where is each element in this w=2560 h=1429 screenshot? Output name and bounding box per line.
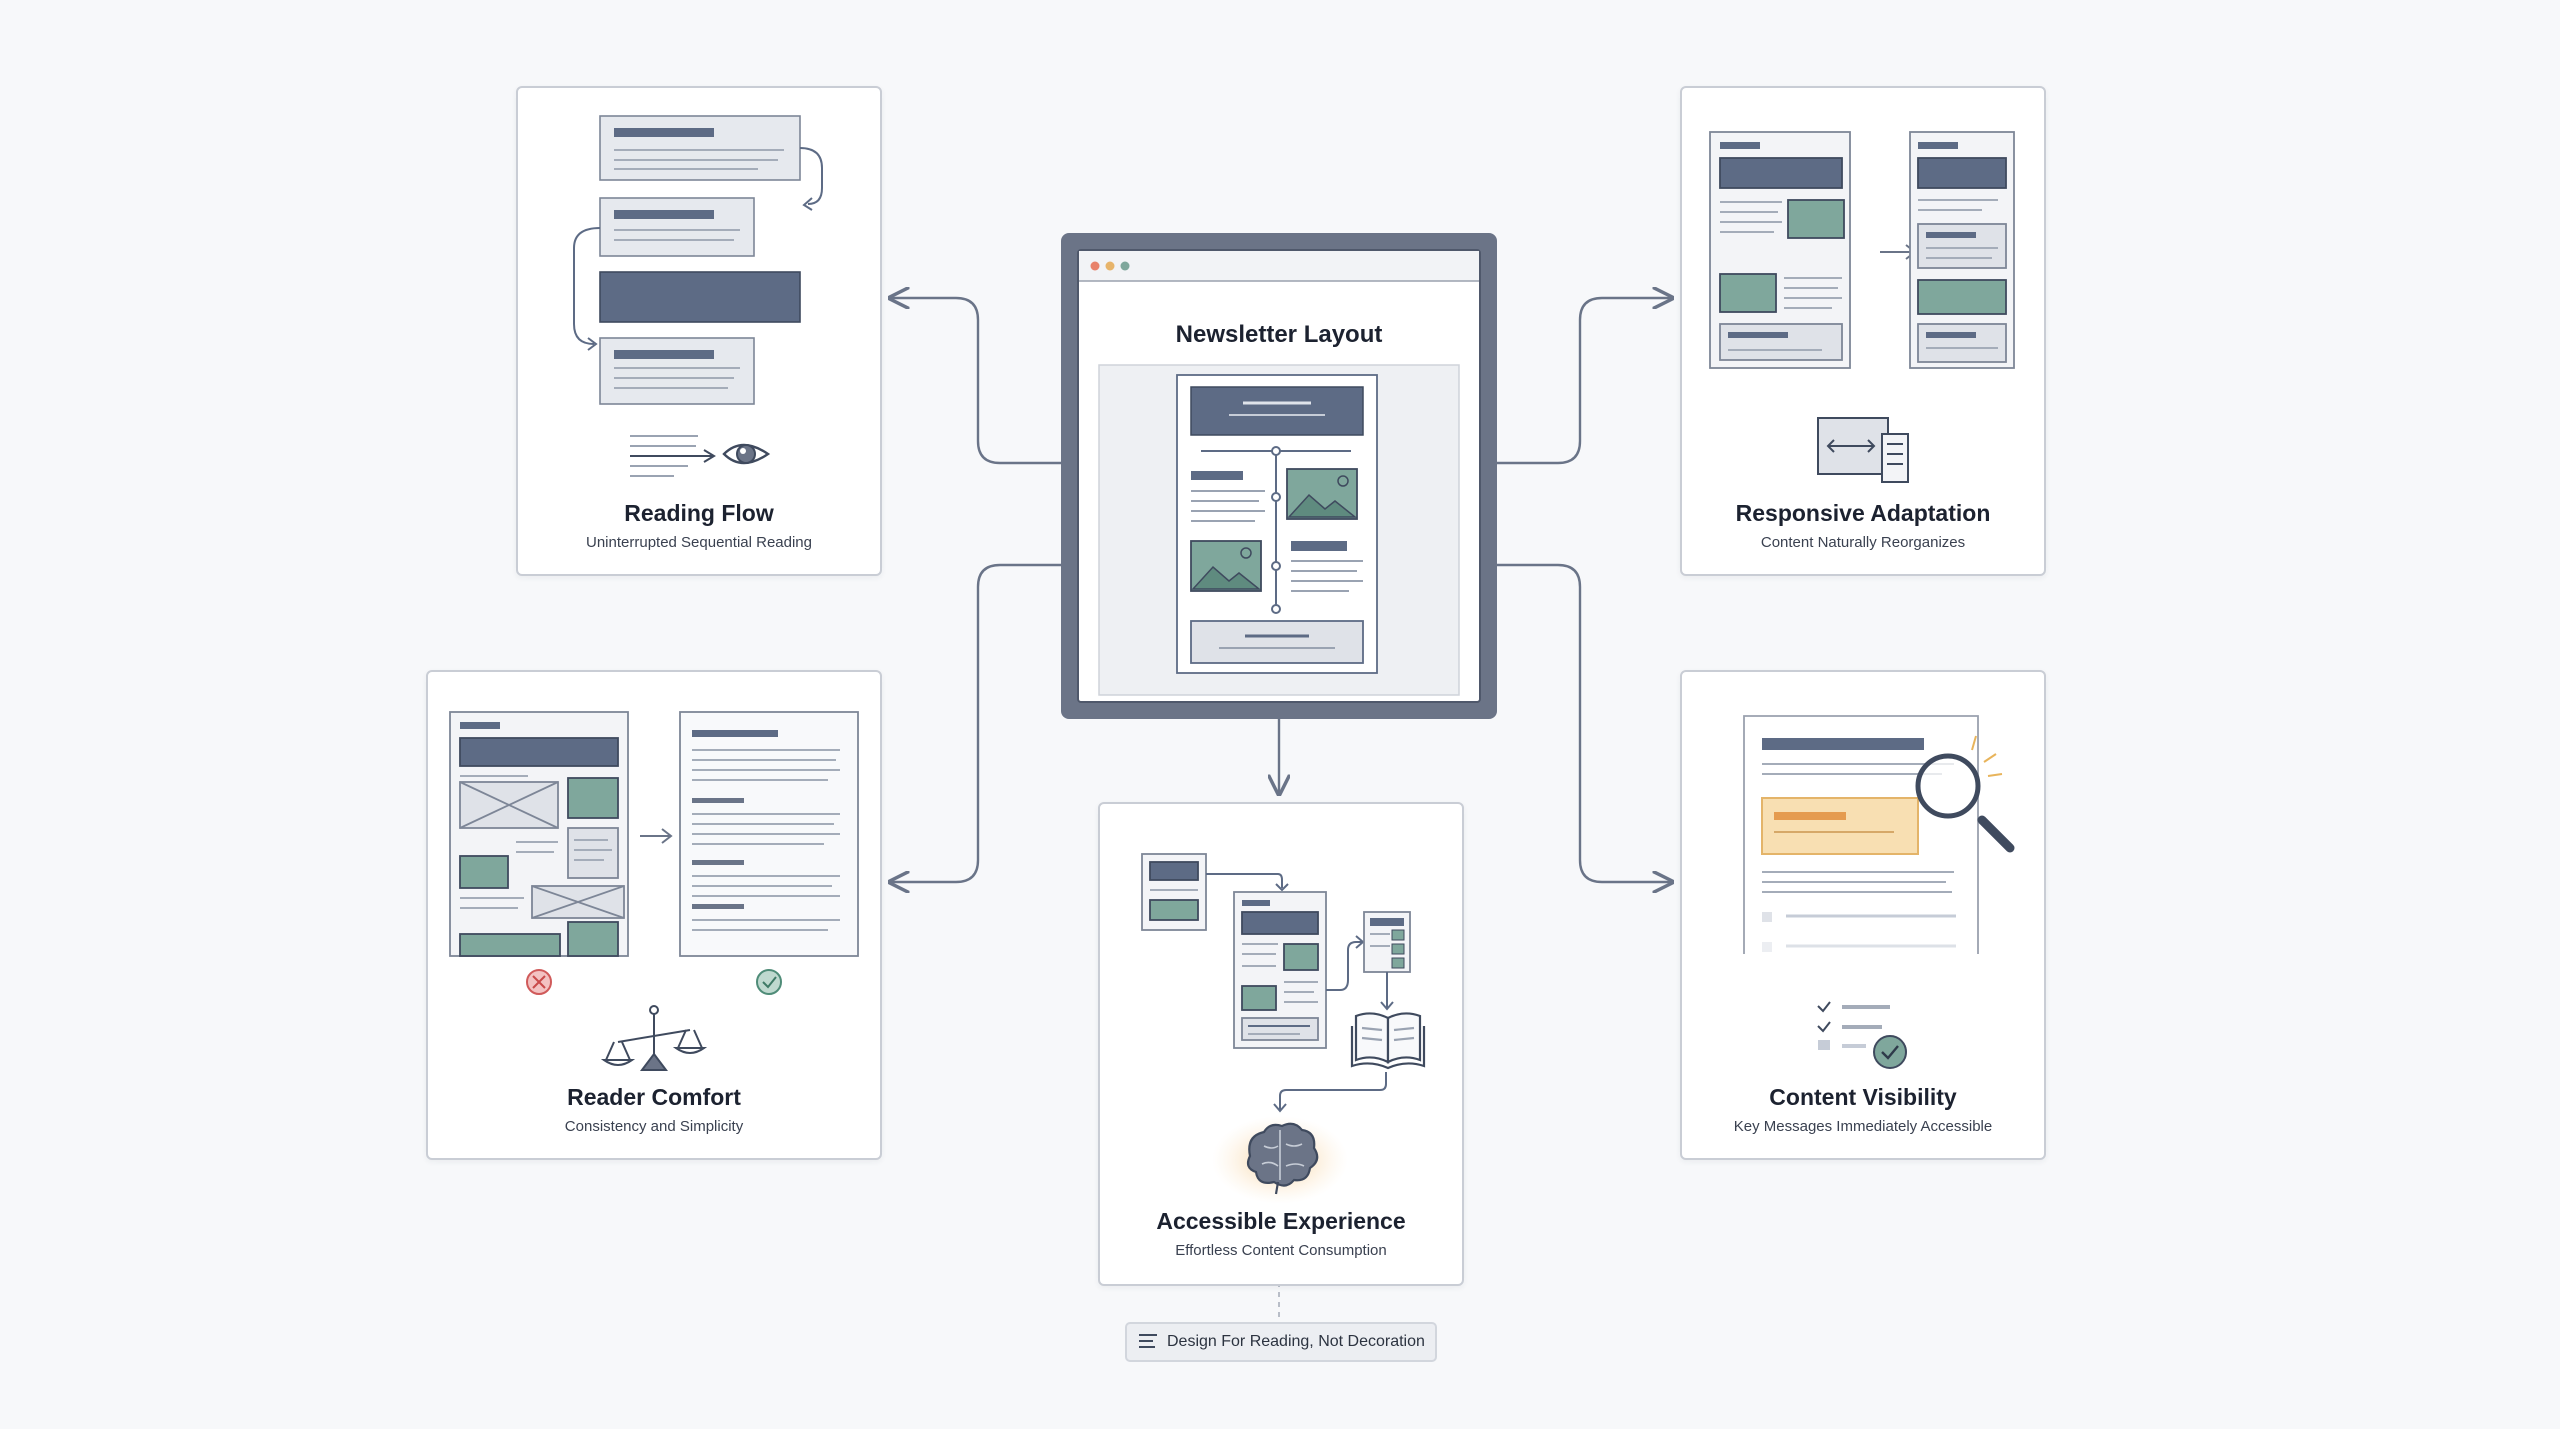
card-subtitle: Key Messages Immediately Accessible: [1733, 1118, 1993, 1135]
card-content-visibility: Content Visibility Key Messages Immediat…: [1680, 670, 2046, 1160]
footer-label: Design For Reading, Not Decoration: [1167, 1333, 1425, 1350]
card-title: Accessible Experience: [1156, 1208, 1406, 1234]
accessible-experience-illustration: [1141, 853, 1426, 1204]
connector-responsive: [1497, 298, 1672, 465]
card-reader-comfort: Reader Comfort Consistency and Simplicit…: [426, 670, 882, 1160]
connector-reading-flow: [890, 298, 1061, 465]
window-dot-yellow-icon: [1105, 261, 1115, 271]
card-subtitle: Uninterrupted Sequential Reading: [586, 534, 812, 551]
brain-icon: [1246, 1122, 1319, 1195]
open-book-icon: [1350, 1012, 1426, 1070]
connector-visibility: [1497, 563, 1672, 882]
checklist-icon: [1817, 1001, 1907, 1069]
footer-tagline: Design For Reading, Not Decoration: [1125, 1322, 1437, 1362]
card-title: Reader Comfort: [567, 1084, 741, 1110]
card-accessible-experience: Accessible Experience Effortless Content…: [1098, 802, 1464, 1286]
eye-reading-icon: [630, 435, 771, 477]
newsletter-layout-window: Newsletter Layout: [1061, 233, 1497, 719]
card-subtitle: Consistency and Simplicity: [564, 1118, 744, 1135]
balance-scale-icon: [600, 1005, 708, 1071]
card-title: Reading Flow: [624, 500, 774, 526]
newsletter-page-icon: [1176, 374, 1378, 674]
cross-mark-icon: [526, 969, 552, 995]
connector-reader-comfort: [890, 563, 1061, 882]
card-subtitle: Content Naturally Reorganizes: [1760, 534, 1966, 551]
newsletter-layout-frame: Newsletter Layout: [1077, 249, 1481, 703]
card-responsive-adaptation: Responsive Adaptation Content Naturally …: [1680, 86, 2046, 576]
check-mark-icon: [756, 969, 782, 995]
reader-comfort-illustration: [449, 711, 859, 1071]
window-dot-red-icon: [1090, 261, 1100, 271]
card-subtitle: Effortless Content Consumption: [1175, 1242, 1387, 1259]
resize-devices-icon: [1817, 417, 1909, 483]
menu-lines-icon: [1139, 1334, 1157, 1348]
browser-chrome: [1079, 251, 1479, 696]
responsive-adaptation-illustration: [1709, 131, 2015, 483]
magnifying-glass-icon: [1915, 735, 2015, 853]
reading-flow-illustration: [573, 115, 823, 477]
card-title: Responsive Adaptation: [1735, 500, 1991, 526]
window-dot-green-icon: [1120, 261, 1130, 271]
content-visibility-illustration: [1743, 715, 2015, 1069]
card-reading-flow: Reading Flow Uninterrupted Sequential Re…: [516, 86, 882, 576]
card-title: Content Visibility: [1769, 1084, 1957, 1110]
center-title: Newsletter Layout: [1175, 321, 1383, 348]
